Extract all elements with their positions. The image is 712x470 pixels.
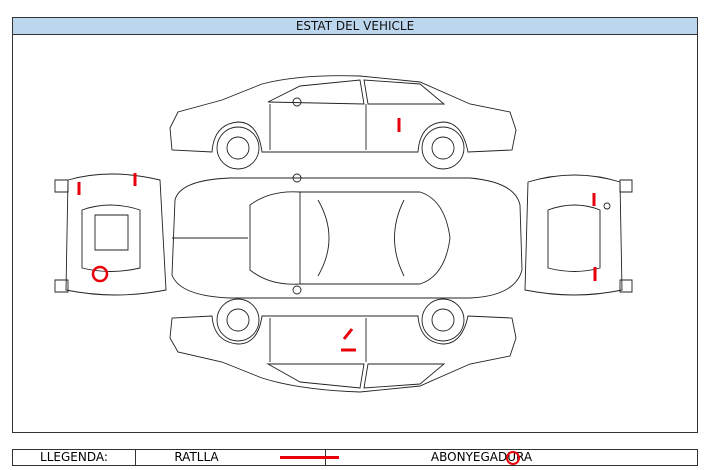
vehicle-state-panel: ESTAT DEL VEHICLE: [12, 17, 698, 433]
panel-title: ESTAT DEL VEHICLE: [13, 18, 697, 35]
car-front-view: [54, 173, 167, 296]
car-side-view-right: [169, 75, 517, 170]
dent-symbol-icon: [506, 451, 520, 465]
legend-scratch-label: RATLLA: [174, 450, 219, 464]
car-rear-view: [524, 174, 633, 296]
scratch-mark: [342, 328, 354, 340]
vehicle-diagram: [54, 75, 633, 393]
legend: LLEGENDA: RATLLA ABONYEGADURA: [12, 449, 698, 466]
dent-mark: [91, 265, 109, 283]
car-side-view-left: [169, 298, 517, 393]
car-top-view: [171, 173, 523, 299]
legend-label: LLEGENDA:: [40, 450, 108, 464]
scratch-symbol-icon: [280, 456, 339, 459]
